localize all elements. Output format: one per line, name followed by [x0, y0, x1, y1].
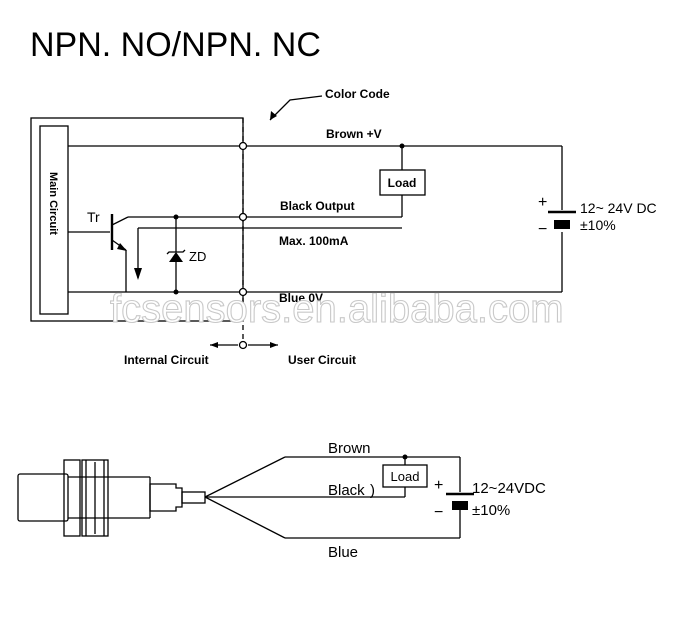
bottom-black-paren: ) [370, 482, 375, 499]
internal-arrow-head [210, 342, 218, 348]
bottom-battery-plate-short [452, 501, 468, 510]
sensor-nut-right [81, 459, 109, 537]
internal-circuit-label: Internal Circuit [124, 353, 209, 367]
main-circuit-label: Main Circuit [47, 172, 59, 235]
user-circuit-label: User Circuit [288, 353, 356, 367]
color-code-arrowhead [270, 111, 277, 120]
terminal-black [238, 212, 248, 222]
user-arrow-head [270, 342, 278, 348]
bottom-supply-tolerance: ±10% [472, 502, 510, 519]
color-code-label: Color Code [325, 87, 390, 101]
black-wire-label: Black Output [280, 199, 355, 213]
bottom-load-label: Load [391, 469, 420, 484]
transistor-label: Tr [87, 209, 100, 225]
cable-gland [149, 483, 183, 512]
cable-stub [181, 491, 206, 504]
sensor-body [17, 473, 69, 522]
blue-wire-label: Blue 0V [279, 291, 323, 305]
transistor-collector [111, 216, 129, 226]
terminal-blue [238, 287, 248, 297]
bottom-plus-sign: + [434, 477, 443, 494]
terminal-brown [238, 141, 248, 151]
current-arrow-head [134, 268, 142, 280]
brown-wire-label: Brown +V [326, 127, 382, 141]
diagram-title: NPN. NO/NPN. NC [30, 26, 321, 64]
brown-cable [204, 456, 286, 498]
bottom-brown-junction [402, 454, 408, 460]
sensor-nut-left [63, 459, 81, 537]
bottom-brown-label: Brown [328, 440, 371, 457]
load-label: Load [388, 176, 417, 190]
bottom-blue-label: Blue [328, 544, 358, 561]
battery-plate-short [554, 220, 570, 229]
supply-tolerance-label: ±10% [580, 217, 616, 233]
brown-junction-dot [399, 143, 405, 149]
zener-diode-icon [169, 252, 183, 262]
transistor-emitter-arrow [117, 243, 127, 251]
zener-bar [166, 249, 186, 255]
bottom-black-label: Black [328, 482, 365, 499]
supply-plus-sign: + [538, 194, 547, 211]
watermark-text: fcsensors.en.alibaba.com [110, 287, 564, 331]
boundary-marker [238, 340, 248, 350]
supply-minus-sign: − [538, 221, 547, 238]
main-circuit-box [39, 125, 69, 315]
supply-voltage-label: 12~ 24V DC [580, 200, 657, 216]
blue-cable [204, 496, 286, 539]
bottom-minus-sign: − [434, 504, 443, 521]
zener-label: ZD [189, 249, 206, 264]
color-code-pointer [269, 95, 323, 121]
max-current-label: Max. 100mA [279, 234, 349, 248]
bottom-supply-voltage: 12~24VDC [472, 480, 546, 497]
